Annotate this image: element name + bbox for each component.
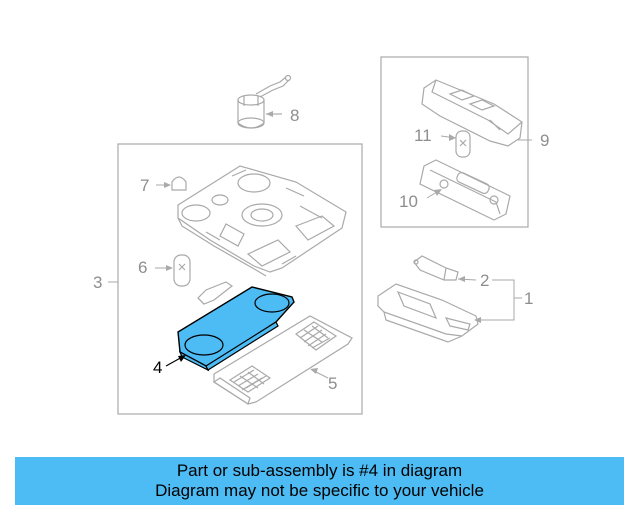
callout-11: 11 (414, 126, 432, 145)
arrowhead-10 (434, 189, 442, 196)
arrowhead-7 (164, 182, 171, 188)
callout-5: 5 (328, 374, 337, 393)
callout-8: 8 (290, 106, 299, 125)
callout-7: 7 (140, 176, 149, 195)
part-5-grille-lens (212, 315, 353, 405)
parts-diagram: 8 9 11 10 7 6 3 2 1 4 5 (93, 56, 549, 415)
arrowhead-1 (474, 317, 481, 323)
caption-line-disclaimer: Diagram may not be specific to your vehi… (155, 481, 484, 500)
assembly-frame-3 (117, 143, 363, 415)
assembly-frame-9 (380, 56, 529, 228)
part-8-socket (237, 74, 292, 129)
arrowhead-2 (458, 276, 465, 282)
arrowhead-4 (178, 355, 186, 362)
part-9-console-housing (421, 79, 523, 147)
caption-line-part: Part or sub-assembly is #4 in diagram (176, 461, 463, 480)
part-10-lens (419, 159, 511, 221)
callout-2: 2 (480, 271, 489, 290)
arrowhead-11 (449, 134, 456, 141)
bulb-left (197, 281, 234, 305)
part-11-clip (455, 130, 471, 158)
part-6-clip (173, 254, 191, 287)
callout-4: 4 (153, 358, 162, 377)
arrowhead-8 (266, 111, 273, 117)
arrowhead-5 (310, 368, 318, 374)
callout-10: 10 (399, 192, 418, 211)
part-7-clip (171, 176, 187, 191)
callout-9: 9 (540, 131, 549, 150)
part-3-console-base (177, 165, 347, 277)
caption-bar: Part or sub-assembly is #4 in diagram Di… (15, 457, 624, 505)
part-1-housing (377, 283, 479, 343)
arrowhead-6 (166, 265, 173, 271)
part-4-lens (177, 286, 295, 372)
callout-6: 6 (138, 258, 147, 277)
leader-1-bracket (476, 279, 515, 321)
callout-3: 3 (93, 273, 102, 292)
part-2-bulb (413, 255, 459, 281)
callout-1: 1 (524, 289, 533, 308)
